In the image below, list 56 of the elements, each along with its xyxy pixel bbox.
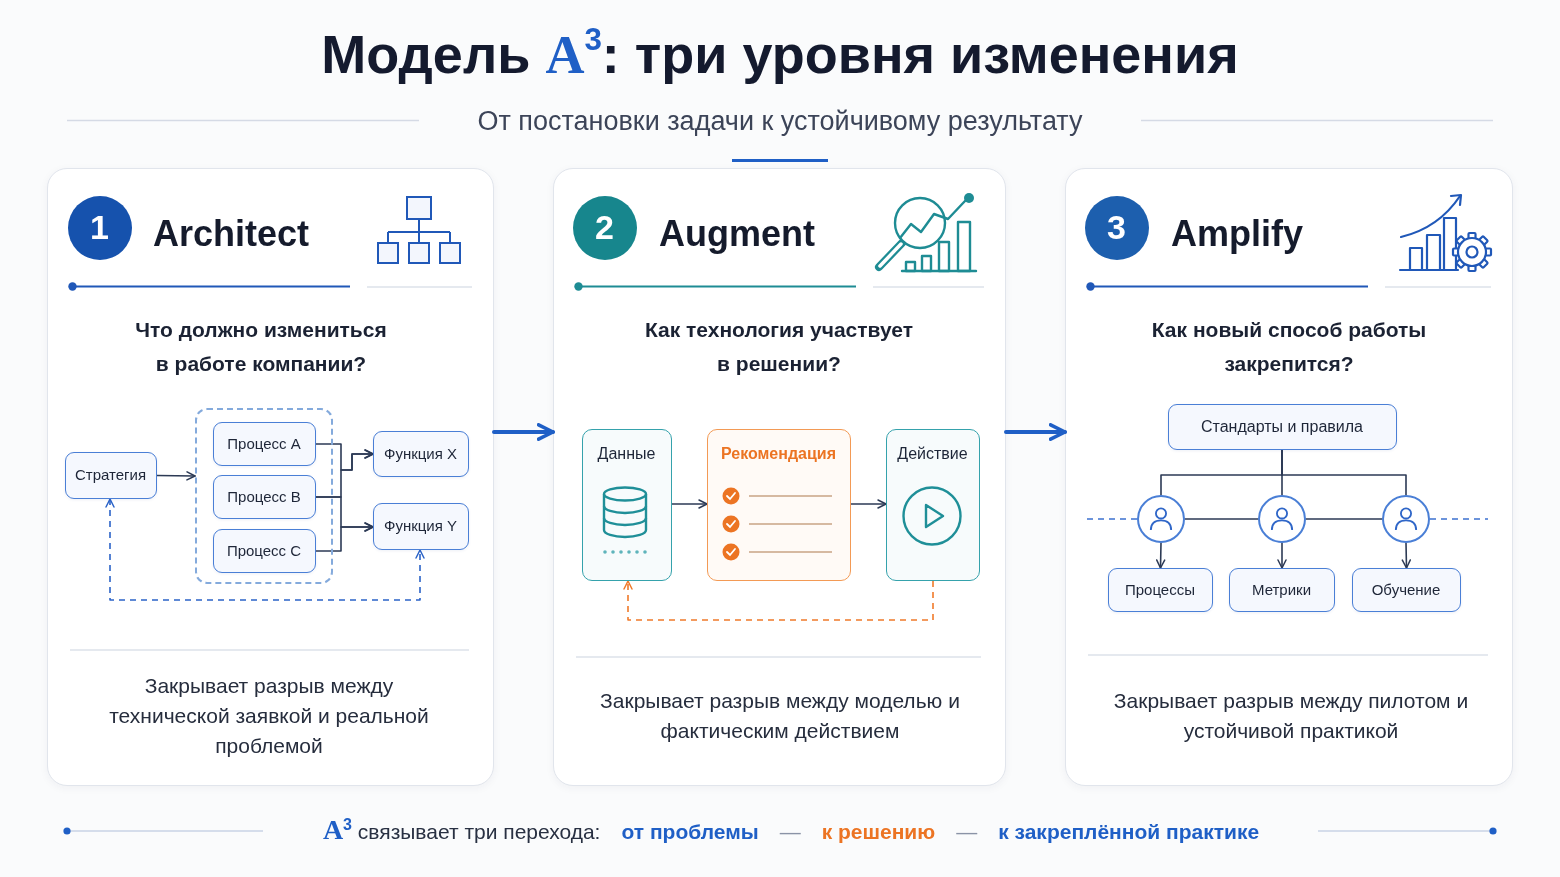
arrow (1155, 542, 1166, 569)
level-card (553, 168, 1006, 786)
area-box: Метрики (1228, 567, 1335, 612)
dashed-line (1086, 518, 1138, 520)
question-text: Как новый способ работы закрепится? (1150, 317, 1428, 377)
card-title: Augment (659, 213, 815, 255)
process-box: Процесс C (212, 528, 316, 573)
card-title: Amplify (1171, 213, 1303, 255)
arrow (1401, 542, 1412, 569)
diagram-title: Модель A$^{3}$: три уровня изменения (321, 22, 1239, 87)
arrow (492, 423, 555, 441)
dashed-arrow (105, 498, 425, 601)
step-number-badge: 3 (1084, 195, 1149, 260)
recommendation-card (706, 428, 851, 581)
connector-line (1305, 518, 1383, 520)
arrow (315, 522, 374, 552)
process-box: Процесс B (212, 474, 316, 519)
arrow (156, 471, 196, 481)
footer-keyword: к решению (821, 819, 936, 845)
level-card (1065, 168, 1513, 786)
function-box: Функция Y (372, 502, 469, 550)
strategy-box: Стратегия (64, 451, 157, 499)
area-box: Обучение (1351, 567, 1461, 612)
data-card (581, 428, 672, 581)
footer-keyword: к закреплённой практике (998, 819, 1260, 845)
question-text: Что должно измениться в работе компании? (134, 317, 388, 377)
separator-dash: — (779, 819, 801, 845)
arrow (1004, 423, 1067, 441)
arrow (671, 499, 708, 509)
box-title: Рекомендация (721, 443, 836, 464)
description-text: Закрывает разрыв между моделью и фактическим действием (599, 688, 961, 744)
arrow (850, 499, 887, 509)
area-box: Процессы (1107, 567, 1213, 612)
card-title: Architect (153, 213, 310, 255)
question-text: Как технология участвует в решении? (643, 317, 915, 377)
box-title: Действие (897, 443, 968, 464)
description-text: Закрывает разрыв между пилотом и устойчивой практикой (1112, 688, 1470, 744)
description-text: Закрывает разрыв между технической заявкой и реальной проблемой (108, 673, 430, 759)
separator-dash: — (956, 819, 978, 845)
standards-box: Стандарты и правила (1167, 403, 1397, 450)
footer-text: A$^{3}$ связывает три перехода: (322, 813, 601, 847)
step-number-badge: 1 (67, 195, 132, 260)
action-card (885, 428, 980, 581)
process-group-frame (194, 407, 333, 584)
dashed-arrow (623, 580, 934, 621)
level-card (47, 168, 494, 786)
process-box: Процесс A (212, 421, 316, 466)
function-box: Функция X (372, 430, 469, 477)
subtitle: От постановки задачи к устойчивому результату (477, 105, 1083, 138)
arrow (1277, 542, 1287, 569)
dashed-line (1429, 518, 1489, 520)
box-title: Данные (597, 443, 656, 464)
step-number-badge: 2 (572, 195, 637, 260)
footer-keyword: от проблемы (621, 819, 759, 845)
connector-line (1184, 518, 1259, 520)
connector-line (1281, 449, 1407, 496)
